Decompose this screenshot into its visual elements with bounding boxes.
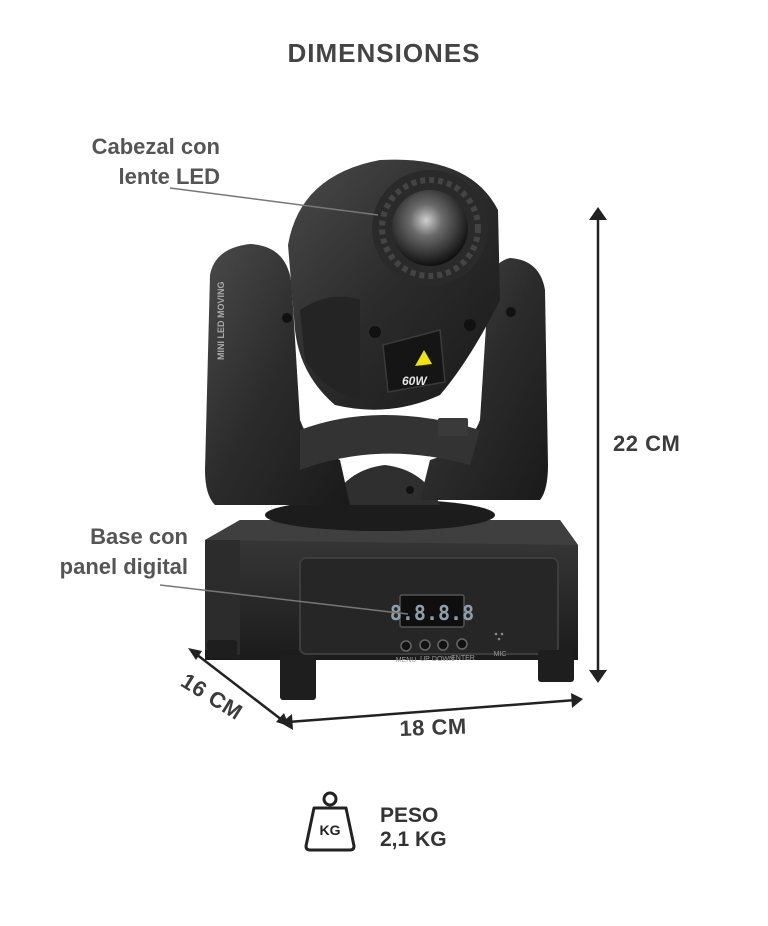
base-foot <box>538 650 574 682</box>
down-button-label: DOWN <box>432 656 454 663</box>
moving-head-yoke: MINI LED MOVING <box>205 244 548 505</box>
weight-value: 2,1 KG <box>380 828 447 851</box>
depth-dimension-arrow <box>188 648 289 726</box>
callout-head-line <box>169 187 379 216</box>
mic-label: MIC <box>494 651 507 658</box>
width-dimension-label: 18 CM <box>399 713 468 741</box>
enter-button-label: ENTER <box>451 655 475 662</box>
weight-kg-icon: KG <box>304 791 356 852</box>
weight-label: PESO 2,1 KG <box>380 804 447 852</box>
height-dimension-arrow <box>589 207 607 683</box>
page-title: DIMENSIONES <box>287 38 481 68</box>
menu-button-label: MENU <box>396 657 417 664</box>
side-badge: MINI LED MOVING <box>216 282 226 361</box>
enter-button[interactable] <box>456 638 468 650</box>
weight-title: PESO <box>380 804 439 827</box>
callout-head-label: Cabezal con lente LED <box>91 134 220 189</box>
weight-icon-text: KG <box>320 822 341 838</box>
menu-button[interactable] <box>400 640 412 652</box>
height-dimension-label: 22 CM <box>613 431 681 456</box>
down-button[interactable] <box>437 639 449 651</box>
moving-head-lamp: 60W <box>288 159 500 436</box>
digital-display: 8.8.8.8 <box>390 594 474 628</box>
moving-head-base <box>205 520 578 700</box>
up-button-label: UP <box>420 656 430 663</box>
warning-triangle-icon <box>415 350 432 366</box>
callout-base-label: Base con panel digital <box>59 524 188 579</box>
base-foot <box>280 655 316 700</box>
yoke-turntable <box>265 465 495 531</box>
up-button[interactable] <box>419 639 431 651</box>
callout-base-line <box>159 584 409 615</box>
control-buttons: MENU UP DOWN ENTER MIC <box>396 632 507 664</box>
led-lens <box>392 190 468 266</box>
base-foot <box>207 640 237 658</box>
mic-icon <box>494 632 504 641</box>
power-label: 60W <box>402 374 428 388</box>
